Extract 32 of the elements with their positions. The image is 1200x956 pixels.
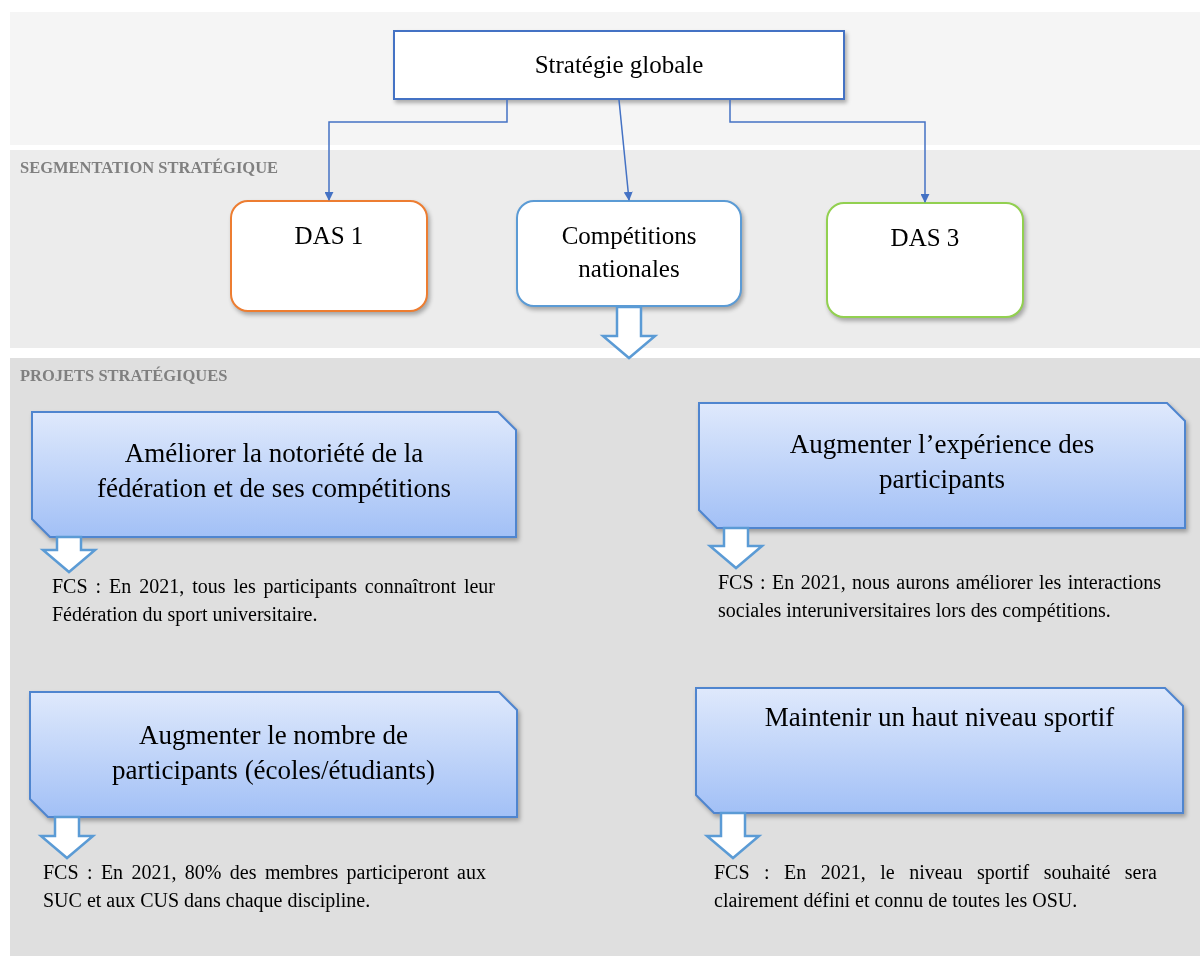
block-arrow [37, 815, 97, 860]
project-title: Augmenter le nombre de participants (écoles/étudiants) [110, 719, 437, 788]
success-factor-text: FCS : En 2021, nous aurons améliorer les interactions sociales interuniversitaires lors des compétitions. [718, 568, 1161, 624]
project-title: Améliorer la notoriété de la fédération et de ses compétitions [96, 437, 452, 506]
box-label: Compétitions nationales [560, 221, 698, 284]
block-arrow [39, 535, 99, 574]
success-factor-text: FCS : En 2021, tous les participants connaîtront leur Fédération du sport universitaire. [52, 572, 495, 628]
band-background [10, 358, 1200, 956]
project-banner [696, 688, 1183, 813]
rounded-box [516, 200, 742, 307]
arrow [618, 99, 633, 201]
box-label: DAS 3 [889, 223, 961, 253]
box-label: DAS 1 [293, 221, 365, 251]
project-title: Maintenir un haut niveau sportif [763, 701, 1116, 734]
arrow [324, 99, 508, 201]
strategy-box [393, 30, 845, 100]
rounded-box [230, 200, 428, 312]
rounded-box [826, 202, 1024, 318]
band-heading: SEGMENTATION STRATÉGIQUE [20, 158, 279, 178]
arrow [729, 99, 930, 203]
box-label: Stratégie globale [534, 51, 704, 79]
block-arrow [599, 305, 659, 360]
block-arrow [706, 526, 766, 570]
band-background [10, 150, 1200, 348]
band-heading: PROJETS STRATÉGIQUES [20, 366, 228, 386]
project-banner [699, 403, 1185, 528]
project-banner [30, 692, 517, 817]
project-title: Augmenter l’expérience des participants [788, 428, 1096, 497]
success-factor-text: FCS : En 2021, 80% des membres participeront aux SUC et aux CUS dans chaque discipline. [43, 858, 486, 914]
success-factor-text: FCS : En 2021, le niveau sportif souhaité sera clairement défini et connu de toutes les OSU. [714, 858, 1157, 914]
project-banner [32, 412, 516, 537]
block-arrow [703, 811, 763, 860]
